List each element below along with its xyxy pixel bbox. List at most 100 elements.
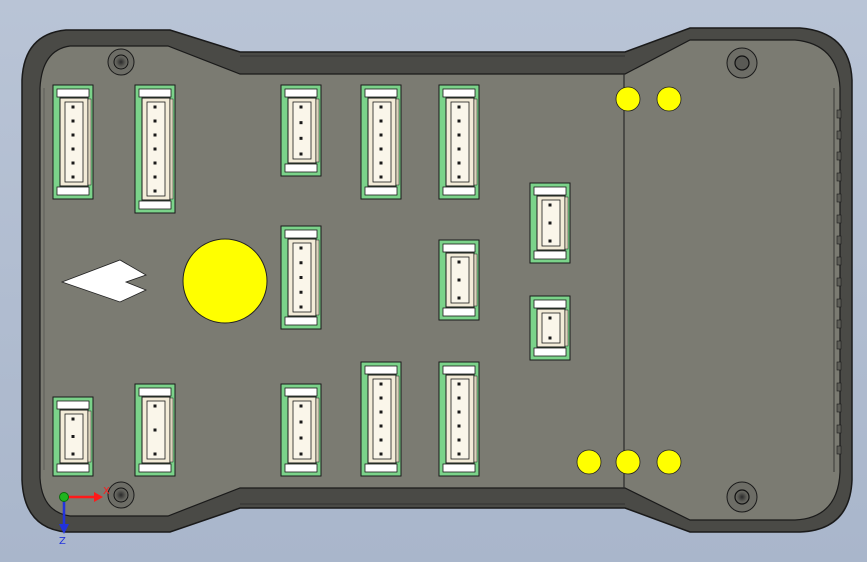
- yellow-marker[interactable]: [576, 449, 602, 475]
- side-tooth: [836, 298, 842, 308]
- connector-inner: [450, 378, 470, 460]
- connector-side-rail: [315, 98, 320, 163]
- connector-4[interactable]: [360, 84, 402, 200]
- side-tooth: [836, 109, 842, 119]
- connector-top-latch: [138, 88, 172, 98]
- connector-7[interactable]: [529, 182, 571, 264]
- connector-3[interactable]: [280, 84, 322, 177]
- board-model[interactable]: [21, 27, 853, 533]
- z-axis-arrowhead: [59, 524, 69, 534]
- connector-pin: [457, 175, 461, 179]
- connector-pin: [299, 152, 303, 156]
- connector-pin: [299, 420, 303, 424]
- connector-group: [52, 84, 571, 477]
- connector-bottom-latch: [56, 463, 90, 473]
- connector-6[interactable]: [280, 225, 322, 330]
- connector-1[interactable]: [52, 84, 94, 200]
- connector-top-latch: [442, 243, 476, 253]
- connector-inner: [64, 101, 84, 183]
- connector-2[interactable]: [134, 84, 176, 214]
- connector-side-rail: [87, 98, 92, 186]
- connector-side-rail: [473, 98, 478, 186]
- screw-top-right[interactable]: [726, 47, 758, 79]
- connector-pin: [71, 161, 75, 165]
- screw-bottom-left[interactable]: [107, 481, 135, 509]
- connector-inner: [292, 400, 312, 460]
- connector-pin: [457, 161, 461, 165]
- connector-pin: [153, 404, 157, 408]
- connector-pin: [457, 410, 461, 414]
- connector-pin: [71, 435, 75, 438]
- connector-pin: [379, 161, 383, 165]
- connector-side-rail: [315, 239, 320, 316]
- z-axis-label: Z: [59, 536, 66, 547]
- connector-top-latch: [56, 400, 90, 410]
- connector-bottom-latch: [442, 463, 476, 473]
- connector-pin: [71, 417, 75, 421]
- connector-pin: [457, 260, 461, 264]
- connector-inner: [450, 101, 470, 183]
- connector-9[interactable]: [529, 295, 571, 361]
- side-tooth: [836, 214, 842, 224]
- connector-inner: [292, 101, 312, 160]
- connector-pin: [71, 133, 75, 137]
- connector-pin: [379, 119, 383, 123]
- connector-pin: [379, 452, 383, 456]
- connector-pin: [71, 119, 75, 123]
- connector-pin: [457, 296, 461, 300]
- large-yellow-disc[interactable]: [182, 238, 268, 324]
- side-tooth: [836, 382, 842, 392]
- connector-top-latch: [442, 88, 476, 98]
- connector-pin: [379, 147, 383, 151]
- connector-pin: [153, 189, 157, 193]
- connector-pin: [548, 221, 552, 225]
- x-axis-arrowhead: [94, 492, 103, 502]
- connector-pin: [379, 382, 383, 386]
- side-tooth: [836, 403, 842, 413]
- yellow-marker[interactable]: [656, 449, 682, 475]
- connector-pin: [299, 246, 303, 250]
- connector-pin: [379, 410, 383, 414]
- screw-bottom-right[interactable]: [726, 481, 758, 513]
- connector-pin: [299, 452, 303, 456]
- connector-pin: [457, 438, 461, 442]
- connector-13[interactable]: [360, 361, 402, 477]
- yellow-marker[interactable]: [656, 86, 682, 112]
- connector-pin: [153, 147, 157, 151]
- screw-top-left[interactable]: [107, 48, 135, 76]
- connector-bottom-latch: [364, 186, 398, 196]
- yellow-marker[interactable]: [615, 86, 641, 112]
- connector-side-rail: [473, 253, 478, 307]
- connector-bottom-latch: [284, 316, 318, 326]
- side-tooth: [836, 193, 842, 203]
- connector-pin: [457, 105, 461, 109]
- connector-top-latch: [533, 299, 567, 309]
- yellow-marker[interactable]: [615, 449, 641, 475]
- direction-arrow-marker: [60, 259, 148, 303]
- connector-pin: [457, 119, 461, 123]
- connector-pin: [548, 239, 552, 243]
- connector-pin: [379, 438, 383, 442]
- connector-8[interactable]: [438, 239, 480, 321]
- connector-14[interactable]: [438, 361, 480, 477]
- x-axis-label: X: [103, 486, 110, 497]
- connector-5[interactable]: [438, 84, 480, 200]
- connector-pin: [457, 452, 461, 456]
- connector-bottom-latch: [138, 200, 172, 210]
- connector-10[interactable]: [52, 396, 94, 477]
- side-tooth: [836, 172, 842, 182]
- connector-12[interactable]: [280, 383, 322, 477]
- side-tooth: [836, 319, 842, 329]
- connector-pin: [548, 203, 552, 207]
- connector-bottom-latch: [284, 163, 318, 173]
- side-tooth: [836, 361, 842, 371]
- connector-pin: [299, 276, 303, 279]
- connector-top-latch: [442, 365, 476, 375]
- connector-pin: [299, 261, 303, 265]
- connector-top-latch: [284, 387, 318, 397]
- connector-pin: [299, 305, 303, 309]
- connector-pin: [457, 396, 461, 400]
- connector-side-rail: [169, 98, 174, 200]
- connector-11[interactable]: [134, 383, 176, 477]
